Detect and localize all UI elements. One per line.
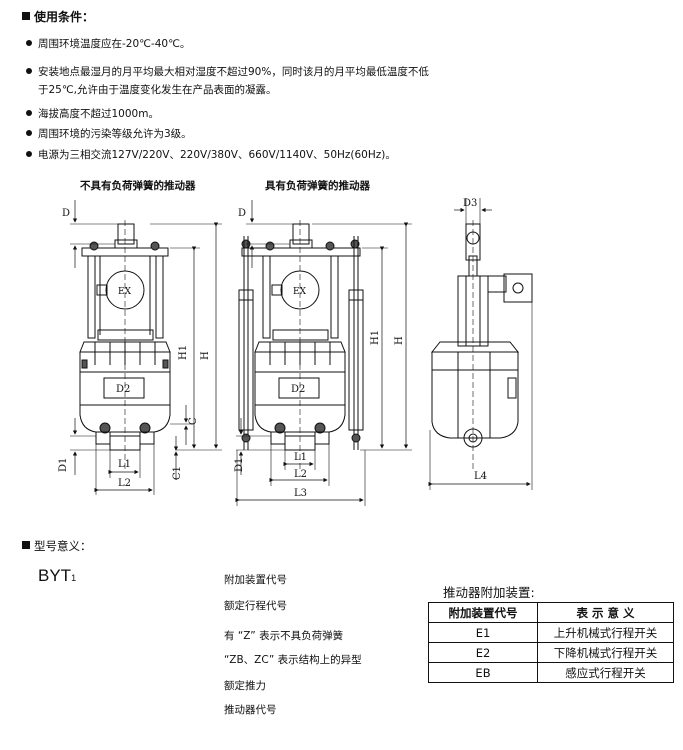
bullet-icon — [26, 68, 32, 74]
dim-label-C: C — [188, 417, 199, 425]
table-cell-code: E2 — [428, 642, 538, 663]
table-row: E1 上升机械式行程开关 — [428, 622, 674, 643]
condition-item: 周围环境温度应在-20℃-40℃。 — [26, 36, 190, 52]
annotation-actuator-code: 推动器代号 — [224, 704, 277, 716]
dim-label-D1: D1 — [234, 458, 245, 472]
dim-label-L4: L4 — [474, 471, 487, 482]
condition-item-continuation: 于25℃,允许由于温度变化发生在产品表面的凝露。 — [38, 84, 277, 96]
table-header-cell: 表 示 意 义 — [537, 602, 674, 623]
table-cell-code: E1 — [428, 622, 538, 643]
table-cell-meaning: 下降机械式行程开关 — [537, 642, 674, 663]
bullet-icon — [26, 151, 32, 157]
dim-label-L2: L2 — [294, 469, 307, 480]
dim-label-C1: C1 — [172, 466, 183, 480]
annotation-variant: “ZB、ZC” 表示结构上的异型 — [224, 654, 362, 666]
actuator-side-view-drawing — [428, 198, 533, 490]
table-cell-meaning: 感应式行程开关 — [537, 662, 674, 683]
section-square-icon — [22, 12, 30, 20]
figure-title-mid: 具有负荷弹簧的推动器 — [265, 180, 370, 192]
bullet-icon — [26, 130, 32, 136]
condition-item: 安装地点最湿月的月平均最大相对湿度不超过90%，同时该月的月平均最低温度不低 — [26, 64, 429, 80]
table-header-row: 附加装置代号 表 示 意 义 — [428, 602, 674, 623]
dim-label-D: D — [238, 208, 246, 219]
table-cell-meaning: 上升机械式行程开关 — [537, 622, 674, 643]
table-row: E2 下降机械式行程开关 — [428, 642, 674, 663]
table-header-cell: 附加装置代号 — [428, 602, 538, 623]
dim-label-D1: D1 — [58, 458, 69, 472]
condition-item: 海拔高度不超过1000m。 — [26, 106, 159, 122]
annotation-no-spring: 有 “Z” 表示不具负荷弹簧 — [224, 630, 344, 642]
dim-label-D: D — [62, 208, 70, 219]
actuator-with-spring-drawing — [235, 200, 412, 506]
dim-label-D3: D3 — [463, 198, 477, 209]
dim-label-L1: L1 — [294, 452, 307, 463]
annotation-attachment-code: 附加装置代号 — [224, 574, 287, 586]
bullet-icon — [26, 40, 32, 46]
actuator-without-spring-drawing — [70, 200, 222, 495]
actuator-drawings: D H H1 D2 C C1 D1 L1 L2 EX D H H1 D2 D1 … — [58, 198, 533, 506]
conditions-heading: 使用条件： — [22, 8, 94, 25]
annotation-stroke-code: 额定行程代号 — [224, 600, 287, 612]
table-cell-code: EB — [428, 662, 538, 683]
model-heading: 型号意义： — [22, 538, 92, 554]
annotation-rated-thrust: 额定推力 — [224, 680, 266, 692]
dim-label-D2: D2 — [116, 384, 130, 395]
dim-label-L2: L2 — [118, 478, 131, 489]
dim-label-H: H — [200, 351, 211, 360]
condition-item: 周围环境的污染等级允许为3级。 — [26, 126, 192, 142]
ex-label: EX — [118, 287, 132, 297]
dim-label-L1: L1 — [118, 459, 131, 470]
table-row: EB 感应式行程开关 — [428, 662, 674, 683]
section-square-icon — [22, 541, 30, 549]
model-prefix: BYT1 — [38, 566, 77, 585]
attachments-title: 推动器附加装置: — [443, 585, 535, 600]
ex-label: EX — [293, 287, 307, 297]
dim-label-H1: H1 — [178, 345, 189, 360]
dim-label-H: H — [394, 336, 405, 345]
condition-item: 电源为三相交流127V/220V、220V/380V、660V/1140V、50… — [26, 147, 396, 163]
dim-label-L3: L3 — [294, 488, 307, 499]
attachments-table: 附加装置代号 表 示 意 义 E1 上升机械式行程开关 E2 下降机械式行程开关… — [428, 602, 674, 683]
dim-label-H1: H1 — [370, 330, 381, 345]
dim-label-D2: D2 — [291, 384, 305, 395]
figure-title-left: 不具有负荷弹簧的推动器 — [80, 180, 196, 192]
bullet-icon — [26, 110, 32, 116]
